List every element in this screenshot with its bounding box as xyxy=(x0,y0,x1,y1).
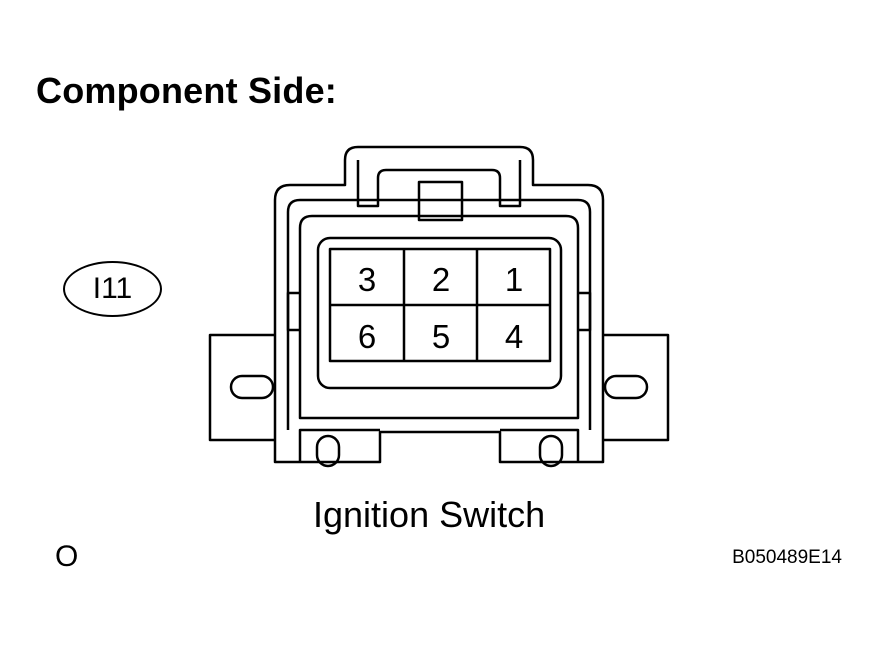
right-slot xyxy=(603,374,649,400)
footer-left-mark: O xyxy=(55,540,79,573)
inner-housing xyxy=(286,198,592,430)
bottom-right-latch xyxy=(500,428,580,462)
terminal-cavity-outline xyxy=(316,236,563,390)
pin-3: 3 xyxy=(358,261,376,298)
latch-window xyxy=(417,180,464,222)
left-flange xyxy=(208,333,275,442)
connector-name-caption: Ignition Switch xyxy=(313,494,546,535)
pin-6: 6 xyxy=(358,318,376,355)
right-flange xyxy=(604,333,670,442)
diagram-title: Component Side: xyxy=(36,70,337,111)
bottom-left-latch xyxy=(298,428,380,462)
latch-frame xyxy=(356,160,522,208)
bottom-right-slot xyxy=(538,434,564,468)
pin-5: 5 xyxy=(432,318,450,355)
pin-4: 4 xyxy=(505,318,523,355)
pin-2: 2 xyxy=(432,261,450,298)
left-side-tab xyxy=(286,291,300,332)
bottom-left-slot xyxy=(315,434,341,468)
outer-housing xyxy=(273,145,605,464)
inner-wall xyxy=(298,214,580,420)
connector-id-badge: I11 xyxy=(63,261,162,317)
left-slot xyxy=(229,374,275,400)
pin-1: 1 xyxy=(505,261,523,298)
right-side-tab xyxy=(578,291,592,332)
figure-code: B050489E14 xyxy=(732,547,842,568)
